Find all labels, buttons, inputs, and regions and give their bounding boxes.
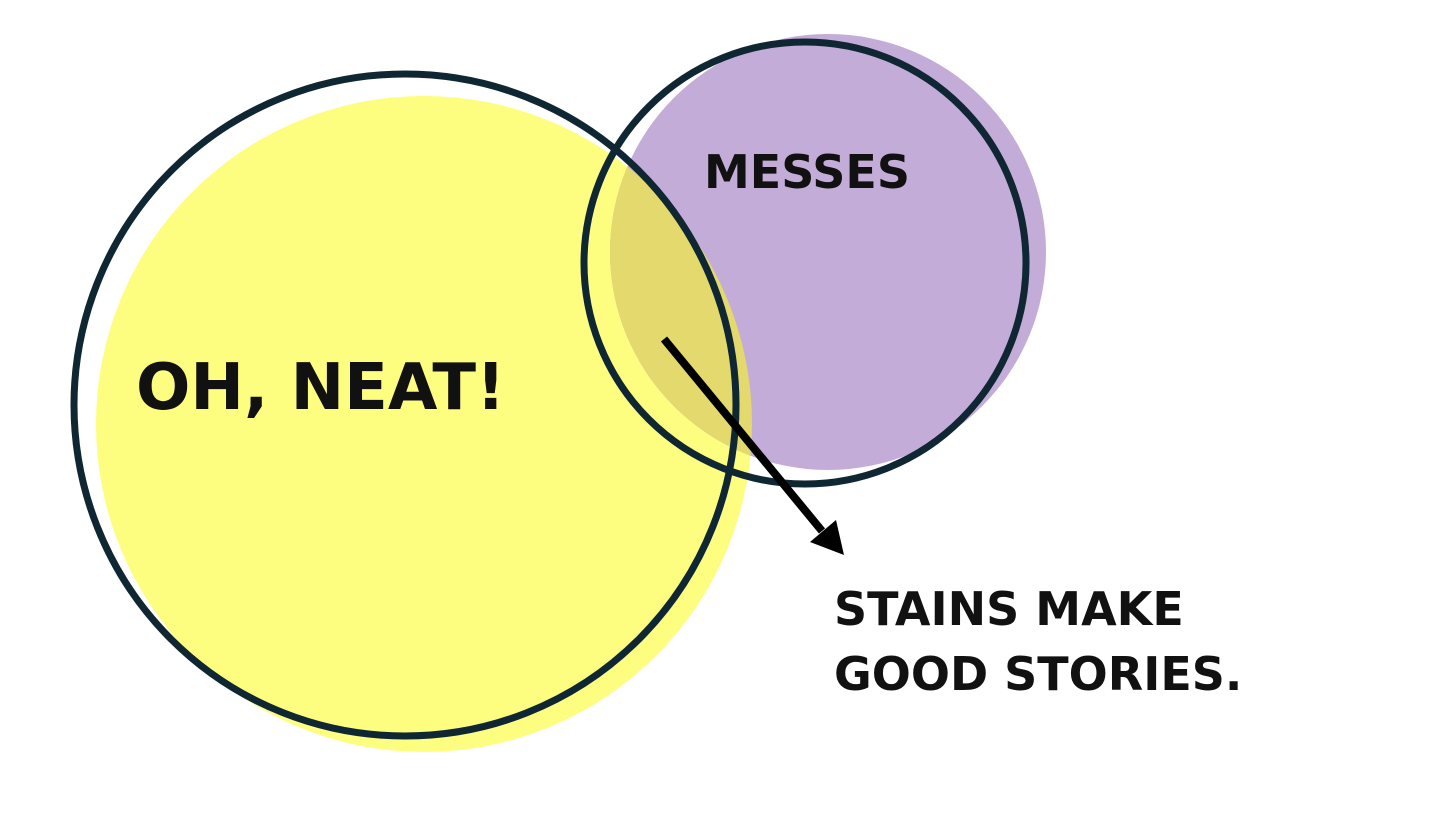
- neat-label: OH, NEAT!: [136, 351, 505, 425]
- neat-circle-fill: [96, 96, 752, 752]
- messes-label: MESSES: [704, 145, 910, 199]
- neat-circle-outline: [70, 70, 740, 740]
- callout-arrowhead: [810, 520, 844, 555]
- callout-line-2: GOOD STORIES.: [834, 647, 1242, 701]
- messes-circle-outline: [580, 38, 1030, 488]
- callout-arrow-shaft: [660, 336, 826, 534]
- callout-line-1: STAINS MAKE: [834, 582, 1184, 636]
